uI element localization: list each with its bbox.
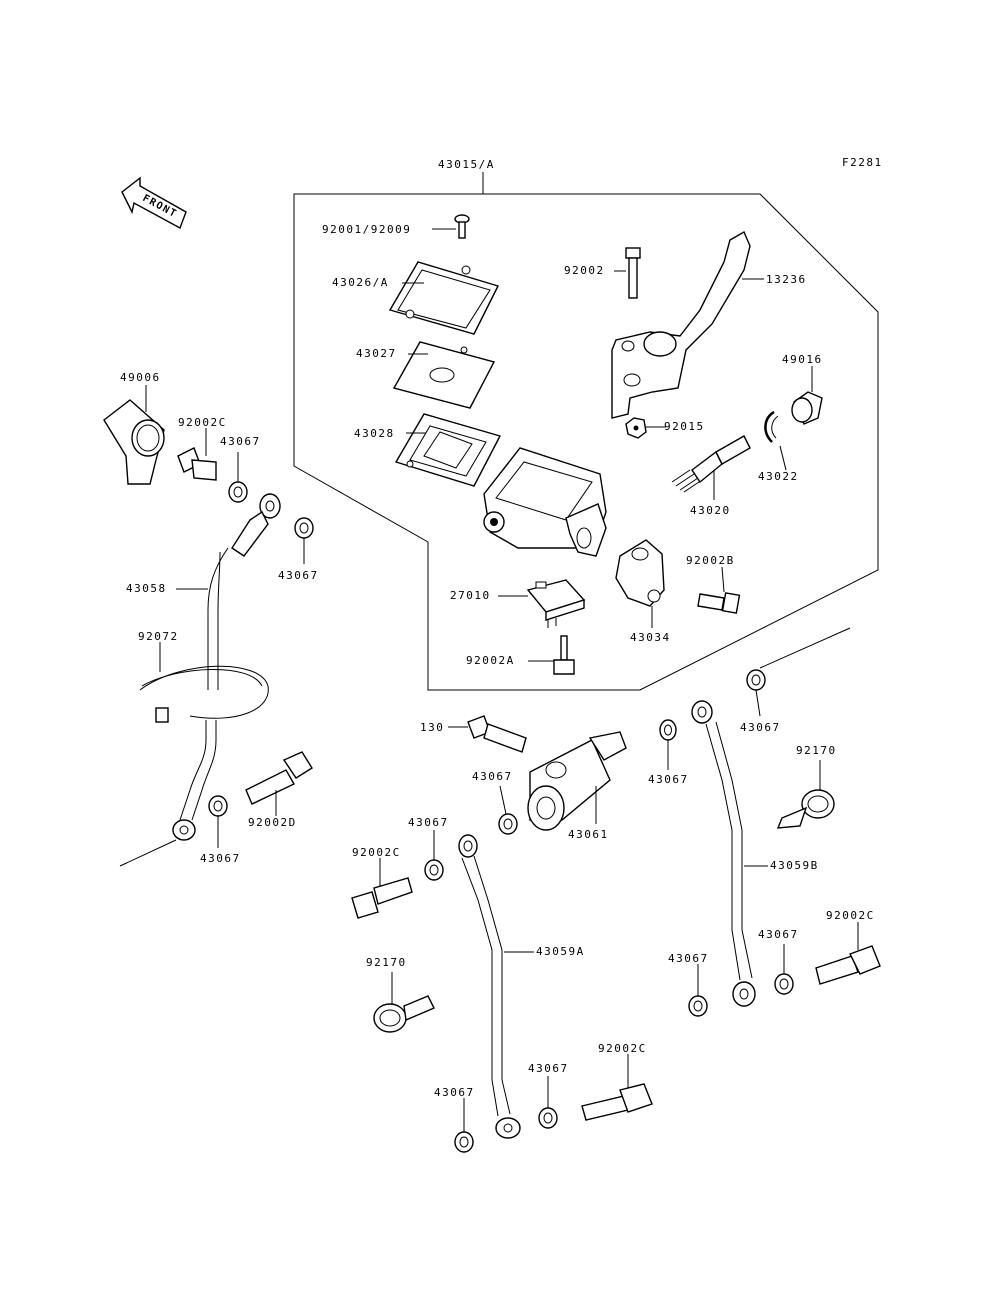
label-screw: 92001/92009 [322, 223, 411, 236]
label-bolt-a: 92002A [466, 654, 515, 667]
label-washer4: 43067 [472, 770, 513, 783]
brake-hose-b-part [691, 700, 756, 1007]
nut-part [625, 417, 647, 439]
label-clamp1: 92170 [366, 956, 407, 969]
washer-hole [429, 864, 439, 876]
washer-hole [213, 800, 223, 812]
leader-washer4 [499, 785, 507, 815]
label-plate: 43027 [356, 347, 397, 360]
label-washer9: 43067 [668, 952, 709, 965]
label-bolt-b: 92002B [686, 554, 735, 567]
reservoir-cover-part [388, 261, 499, 335]
label-bolt-c1: 92002C [178, 416, 227, 429]
label-band: 92072 [138, 630, 179, 643]
label-hose-main: 43058 [126, 582, 167, 595]
label-clamp: 43034 [630, 631, 671, 644]
label-circlip: 43022 [758, 470, 799, 483]
label-piston: 43020 [690, 504, 731, 517]
pivot-bolt-part [625, 247, 641, 299]
bolt-b-part [697, 592, 741, 614]
label-bolt-c3: 92002C [826, 909, 875, 922]
label-lever: 13236 [766, 273, 807, 286]
diaphragm-part [394, 413, 502, 487]
label-bolt-c4: 92002C [598, 1042, 647, 1055]
leader-washer6 [755, 689, 761, 717]
leader-bolt-b [721, 566, 725, 593]
label-washer1: 43067 [220, 435, 261, 448]
label-joint: 43061 [568, 828, 609, 841]
washer-hole [751, 674, 761, 686]
hose-joint-part [527, 731, 627, 831]
figure-code: F2281 [842, 156, 883, 169]
bolt-c3-part [815, 945, 881, 985]
bolt-c1-part [177, 447, 217, 481]
washer-hole [693, 1000, 703, 1012]
bolt-d-part [245, 751, 313, 805]
label-washer8: 43067 [758, 928, 799, 941]
bleeder-cap-part [103, 399, 165, 485]
bolt-c2-part [351, 877, 413, 919]
washer-hole [503, 818, 513, 830]
label-clamp2: 92170 [796, 744, 837, 757]
clamp-holder-part [615, 539, 665, 607]
label-cover: 43026/A [332, 276, 389, 289]
label-switch: 27010 [450, 589, 491, 602]
assembly-label: 43015/A [438, 158, 495, 171]
label-hose-a: 43059A [536, 945, 585, 958]
label-diaphragm: 43028 [354, 427, 395, 440]
clamp-92170-right-part [776, 789, 835, 829]
washer-hole [233, 486, 243, 498]
clamp-92170-left-part [373, 995, 435, 1033]
assembly-outline [293, 172, 879, 691]
reservoir-plate-part [392, 341, 496, 409]
dust-boot-part [791, 391, 823, 425]
direction-line [119, 839, 177, 867]
label-washer5: 43067 [648, 773, 689, 786]
label-bolt-pivot: 92002 [564, 264, 605, 277]
washer-hole [664, 724, 672, 736]
brake-lever-part [611, 231, 751, 419]
master-cylinder-body-part [483, 447, 607, 557]
leader-circlip [779, 445, 787, 471]
label-washer6: 43067 [740, 721, 781, 734]
label-washer7: 43067 [408, 816, 449, 829]
washer-hole [459, 1136, 469, 1148]
screw-part [454, 214, 470, 239]
label-bolt-130: 130 [420, 721, 444, 734]
washer-hole [779, 978, 789, 990]
bolt-a-part [553, 635, 575, 675]
label-washer2: 43067 [278, 569, 319, 582]
label-washer11: 43067 [434, 1086, 475, 1099]
label-bolt-c2: 92002C [352, 846, 401, 859]
label-washer10: 43067 [528, 1062, 569, 1075]
bolt-c4-part [581, 1083, 653, 1121]
label-boot: 49016 [782, 353, 823, 366]
brake-switch-part [526, 579, 586, 628]
piston-assembly-part [671, 435, 751, 493]
label-cap: 49006 [120, 371, 161, 384]
washer-hole [299, 522, 309, 534]
hose-band-part [139, 665, 269, 723]
washer-hole [543, 1112, 553, 1124]
circlip-part [764, 410, 779, 443]
label-bolt-d: 92002D [248, 816, 297, 829]
main-brake-hose-part [172, 493, 281, 841]
brake-hose-a-part [458, 834, 521, 1139]
direction-line [759, 627, 851, 669]
bolt-130-part [467, 715, 527, 753]
label-washer3: 43067 [200, 852, 241, 865]
front-arrow-icon: FRONT [121, 176, 187, 229]
label-hose-b: 43059B [770, 859, 819, 872]
label-nut: 92015 [664, 420, 705, 433]
